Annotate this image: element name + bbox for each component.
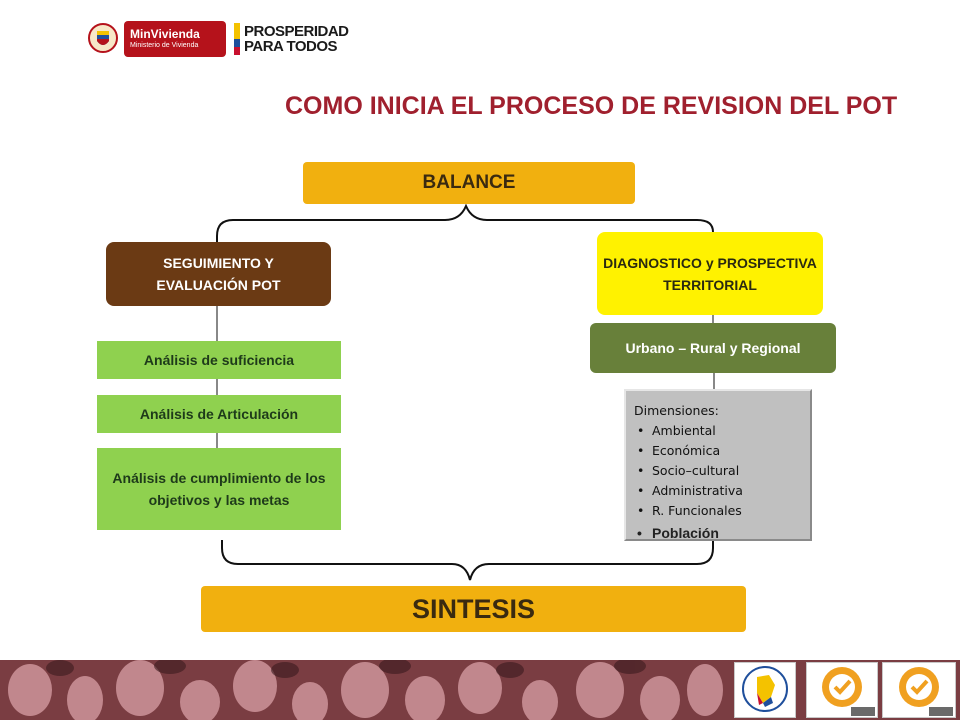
list-item: Ambiental [634,421,806,441]
dimensiones-box: Dimensiones: Ambiental Económica Socio–c… [624,389,812,543]
list-item: Económica [634,441,806,461]
list-item-poblacion: Población [634,523,806,543]
sintesis-box: SINTESIS [201,586,746,632]
certification-badge-sgs-2 [882,662,956,718]
seguimiento-box: SEGUIMIENTO Y EVALUACIÓN POT [106,242,331,306]
footer-photo-strip [0,660,960,720]
page-title: COMO INICIA EL PROCESO DE REVISION DEL P… [285,92,898,120]
crowd-photo-icon [0,660,960,720]
coat-of-arms-icon [88,21,118,57]
diagnostico-box: DIAGNOSTICO y PROSPECTIVA TERRITORIAL [597,232,823,315]
list-item: R. Funcionales [634,501,806,521]
prosperidad-line2: PARA TODOS [244,38,338,55]
minvivienda-logo: MinVivienda Ministerio de Vivienda [88,20,226,58]
minvivienda-badge: MinVivienda Ministerio de Vivienda [124,21,226,57]
analisis-suficiencia-box: Análisis de suficiencia [97,341,341,379]
list-item: Administrativa [634,481,806,501]
colombia-flag-icon [234,23,240,55]
list-item: Socio–cultural [634,461,806,481]
analisis-articulacion-box: Análisis de Articulación [97,395,341,433]
prosperidad-text: PROSPERIDAD PARA TODOS [244,24,349,54]
minvivienda-name: MinVivienda [130,27,200,41]
prosperidad-line1: PROSPERIDAD [244,23,349,40]
dimensiones-list: Ambiental Económica Socio–cultural Admin… [634,421,806,543]
certification-badge-sgs-1 [806,662,878,718]
minvivienda-subtitle: Ministerio de Vivienda [130,42,199,49]
prosperidad-logo: PROSPERIDAD PARA TODOS [234,22,364,56]
dimensiones-title: Dimensiones: [634,403,719,418]
certification-badge-colombia [734,662,796,718]
analisis-cumplimiento-box: Análisis de cumplimiento de los objetivo… [97,448,341,530]
balance-box: BALANCE [303,162,635,204]
urbano-box: Urbano – Rural y Regional [590,323,836,373]
